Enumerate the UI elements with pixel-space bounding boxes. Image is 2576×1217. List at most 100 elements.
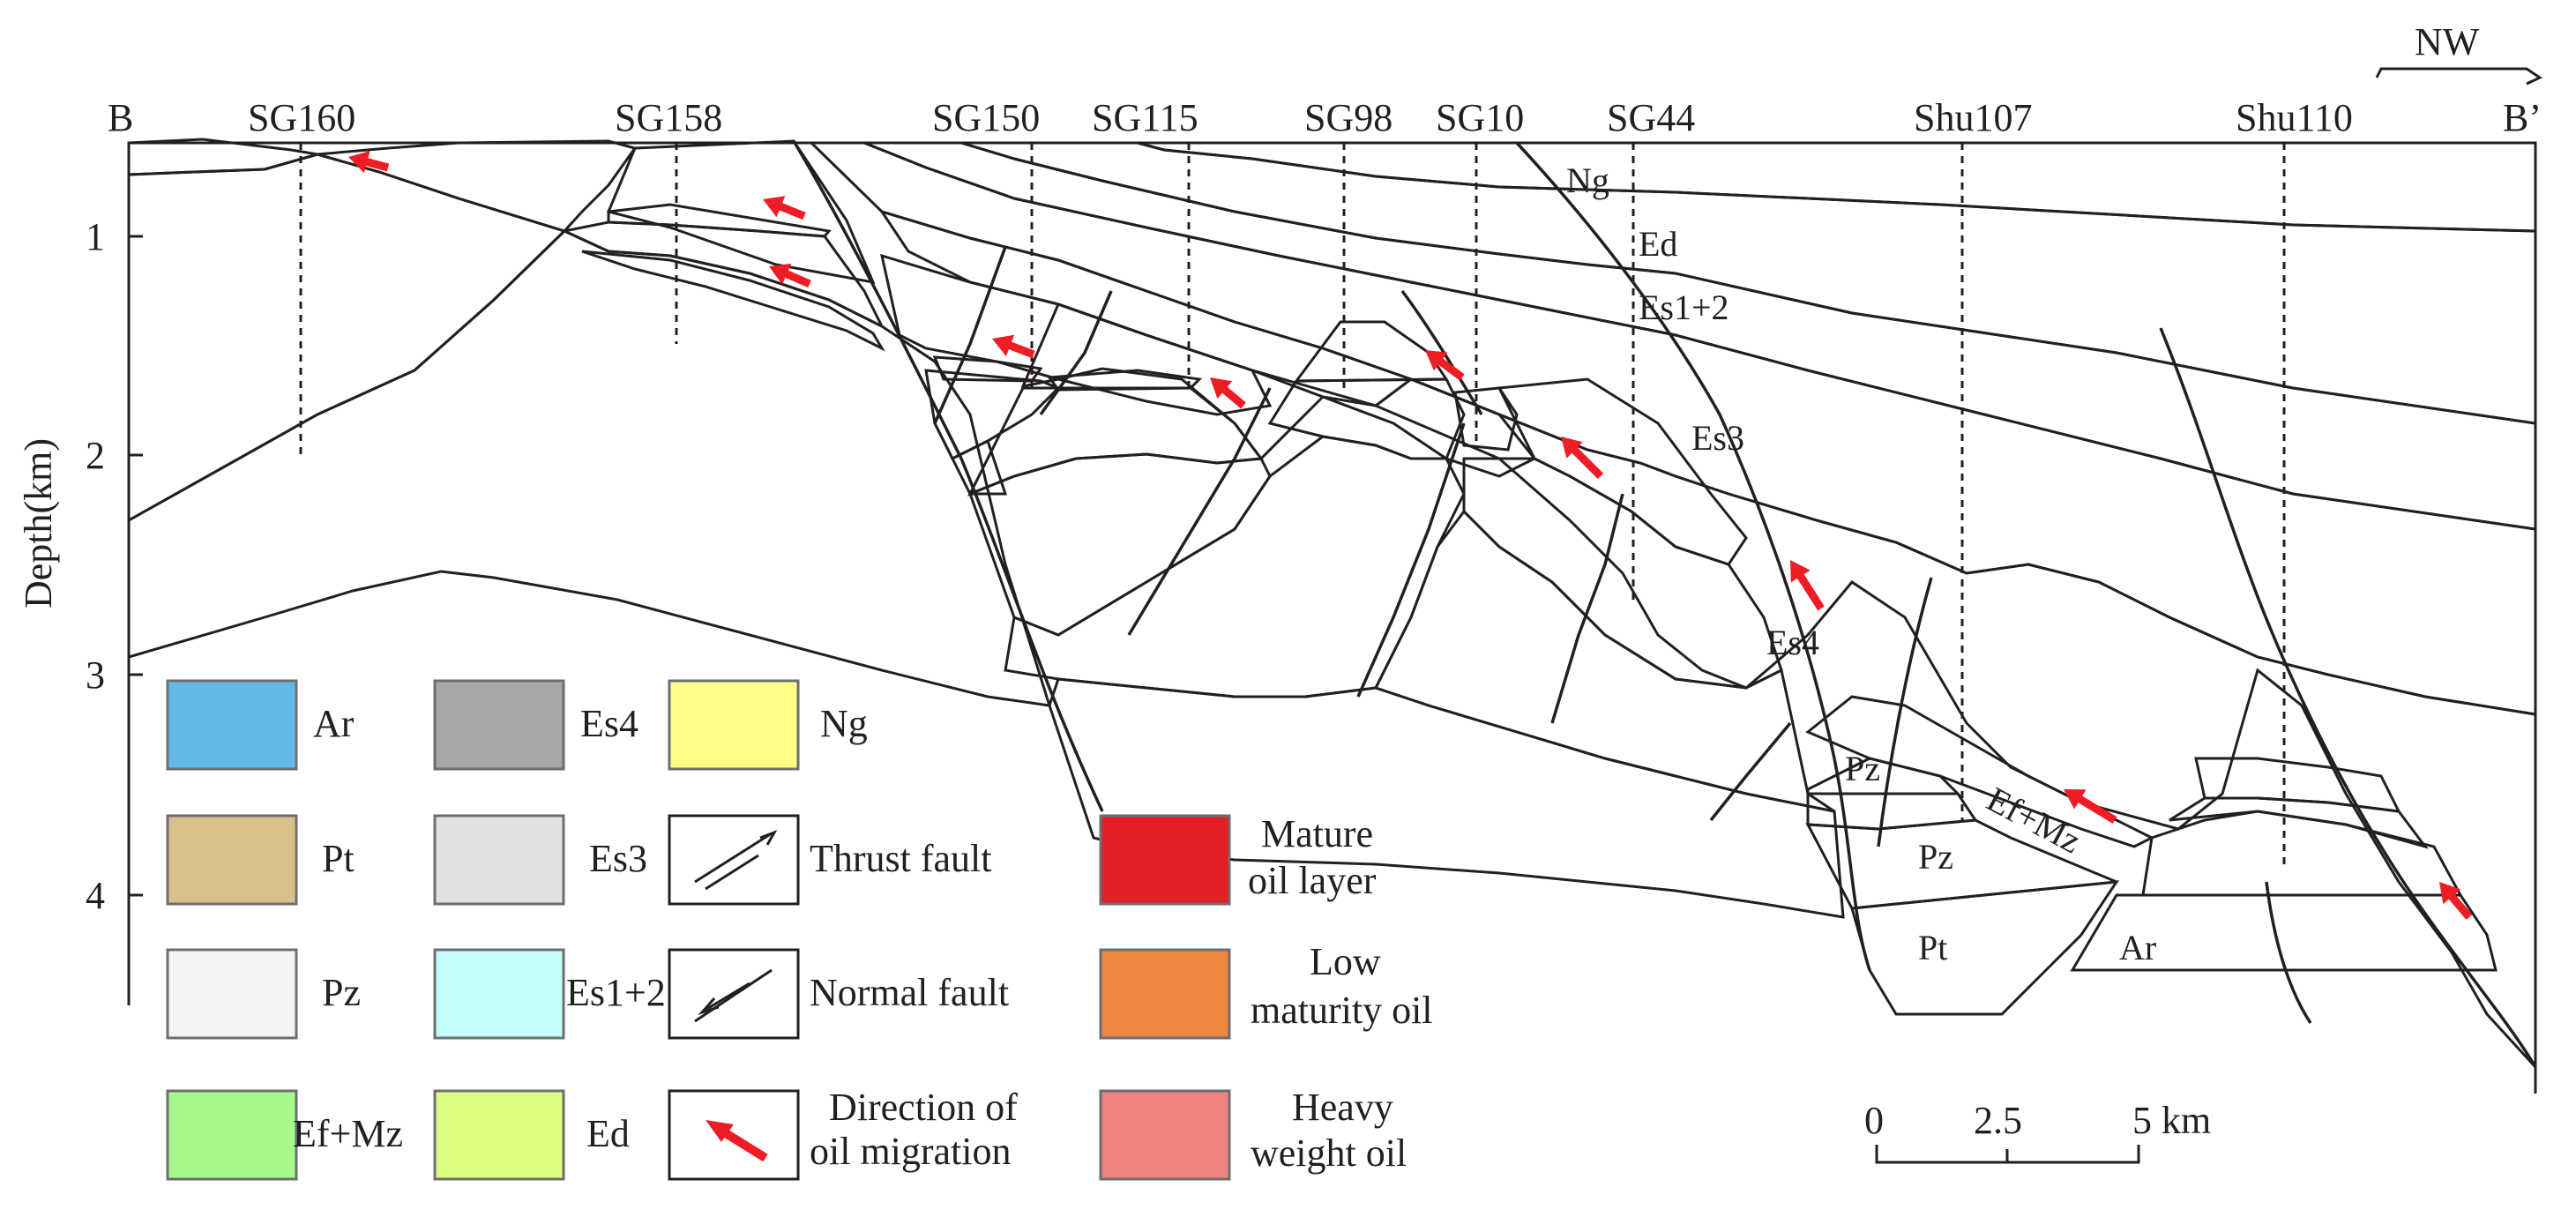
label-ng: Ng	[1566, 161, 1609, 200]
layer-pt-sg98	[1004, 435, 1466, 698]
fault-3	[2159, 327, 2537, 1068]
legend-label-ed: Ed	[586, 1112, 630, 1155]
label-pt: Pt	[1918, 928, 1947, 967]
layer-pt-sg158	[560, 220, 885, 330]
direction-arrow	[2375, 67, 2543, 86]
migration-legend-arrow	[706, 1120, 768, 1162]
layer-efmz-shu110	[2194, 757, 2401, 813]
layer-heavy-oil-sg158-lower	[581, 250, 885, 352]
migration-arrows	[348, 151, 2473, 920]
well-label-sg115: SG115	[1092, 96, 1198, 139]
layers	[127, 138, 2537, 1071]
layer-pz-shu107-upper	[1806, 757, 1961, 795]
layer-pt-left	[127, 153, 567, 523]
legend-label-lowmat-1: Low	[1310, 940, 1381, 983]
faults	[792, 140, 2537, 1068]
legend-swatch-efmz	[166, 1089, 298, 1181]
legend-label-ar: Ar	[313, 702, 355, 745]
well-label-shu107: Shu107	[1914, 96, 2032, 139]
layer-es4	[878, 209, 2537, 1071]
legend-swatch-ng	[668, 679, 800, 771]
layer-lowmat-sg150	[932, 355, 1043, 383]
fault-7	[1356, 422, 1466, 698]
legend-swatch-ed	[433, 1089, 565, 1181]
layer-ar-left	[127, 229, 1052, 707]
migration-arrow-7	[1561, 437, 1604, 480]
legend-swatch-ar	[166, 679, 298, 771]
fault-1	[792, 140, 1104, 812]
layer-lowmat-sg98	[1293, 320, 1449, 383]
migration-arrow-5	[1210, 377, 1246, 409]
layer-efmz-left	[317, 139, 638, 233]
label-pz-lower: Pz	[1918, 837, 1953, 877]
legend-label-mature-2: oil layer	[1248, 859, 1377, 902]
legend-label-migration-2: oil migration	[810, 1130, 1012, 1173]
legend-label-es3: Es3	[589, 837, 647, 880]
migration-arrow-6	[1425, 350, 1465, 381]
legend-swatch-es3	[433, 814, 565, 906]
normal-fault-symbol	[694, 968, 773, 1023]
layer-lowmat-sg10	[1453, 386, 1519, 452]
fault-4	[933, 246, 1007, 424]
well-label-sg98: SG98	[1304, 96, 1393, 139]
label-ar: Ar	[2119, 928, 2156, 967]
legend-swatch-es12	[433, 948, 565, 1040]
migration-arrow-3	[769, 263, 811, 288]
layer-mature-oil-shu110	[2141, 810, 2463, 897]
migration-arrow-4	[992, 334, 1035, 359]
layer-efmz-sg44	[1497, 377, 1748, 566]
fault-12	[2265, 881, 2312, 1024]
layer-pt-sg150	[933, 422, 1008, 496]
scale-tick-25: 2.5	[1974, 1099, 2022, 1142]
legend-label-migration-1: Direction of	[829, 1086, 1018, 1129]
section-right-label: B’	[2503, 96, 2542, 139]
axis-tick-3: 3	[86, 653, 105, 697]
layer-pz-sg115	[967, 386, 1264, 497]
well-label-sg160: SG160	[248, 96, 355, 139]
well-label-shu110: Shu110	[2236, 96, 2353, 139]
scale-bar: 0 2.5 5 km	[1864, 1099, 2211, 1164]
legend-swatch-es4	[433, 679, 565, 771]
well-label-sg158: SG158	[615, 96, 722, 139]
layer-pt-sg115	[968, 452, 1272, 637]
fault-9	[1550, 493, 1624, 724]
legend-label-efmz: Ef+Mz	[293, 1112, 403, 1155]
axis-title: Depth(km)	[17, 438, 60, 608]
scale-tick-0: 0	[1864, 1099, 1884, 1142]
fault-2	[1515, 141, 1871, 971]
legend-label-normal: Normal fault	[810, 971, 1009, 1014]
fault-10	[1709, 721, 1792, 822]
axis-tick-2: 2	[86, 434, 105, 477]
wells	[299, 143, 2286, 864]
label-ed: Ed	[1639, 224, 1677, 264]
axis-tick-1: 1	[86, 215, 105, 258]
legend-label-heavy-1: Heavy	[1292, 1086, 1393, 1129]
label-pz-upper: Pz	[1845, 749, 1880, 788]
well-label-sg44: SG44	[1607, 96, 1695, 139]
legend-label-lowmat-2: maturity oil	[1251, 989, 1433, 1032]
legend-swatch-thrust	[668, 814, 800, 906]
layer-ng	[1137, 141, 2537, 233]
fault-11	[1877, 577, 1933, 847]
legend-label-es12: Es1+2	[566, 971, 666, 1014]
migration-arrow-1	[348, 151, 390, 174]
thrust-fault-symbol	[694, 830, 778, 891]
fault-5	[1039, 290, 1113, 416]
scale-tick-5: 5 km	[2132, 1099, 2211, 1142]
legend-label-heavy-2: weight oil	[1251, 1131, 1407, 1175]
legend-swatch-lowmat	[1099, 948, 1231, 1040]
layer-ar-middle	[1048, 677, 1845, 919]
direction-label: NW	[2415, 20, 2480, 63]
scale-line	[1875, 1145, 2140, 1164]
legend: Ar Pt Pz Ef+Mz Es4 Es3 Es1+2 Ed Ng Thrus…	[166, 679, 1433, 1181]
fault-6	[1127, 387, 1272, 636]
migration-arrow-8	[1790, 560, 1825, 611]
legend-label-mature-1: Mature	[1261, 812, 1373, 855]
label-es4: Es4	[1766, 623, 1819, 662]
migration-arrow-2	[763, 196, 806, 220]
well-label-sg150: SG150	[932, 96, 1040, 139]
label-es3: Es3	[1691, 418, 1744, 458]
legend-swatch-pz	[166, 948, 298, 1040]
legend-label-thrust: Thrust fault	[810, 837, 992, 880]
